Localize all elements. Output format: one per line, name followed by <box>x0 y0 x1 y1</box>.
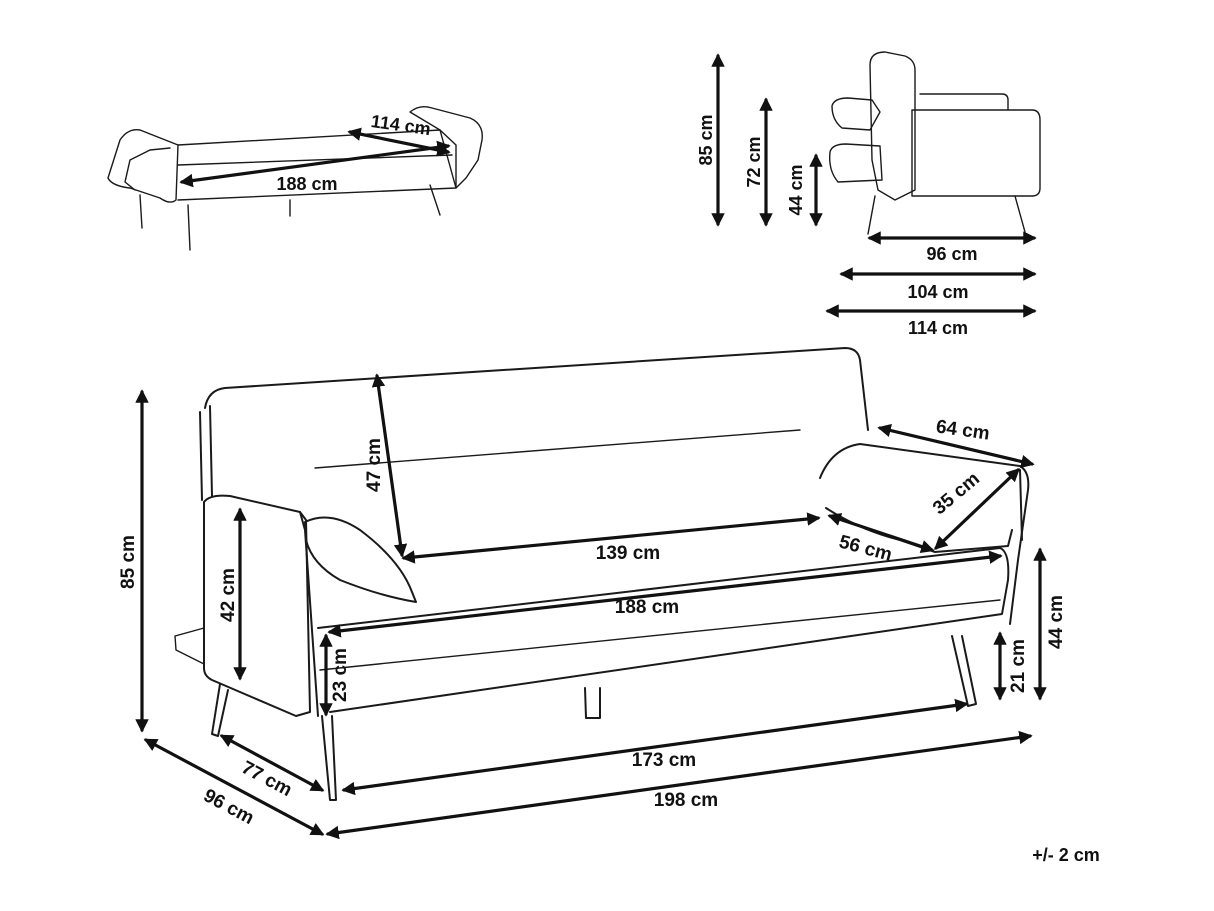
side-total-height-label: 85 cm <box>696 114 716 165</box>
side-view-drawing <box>828 51 1041 235</box>
bed-length-label: 188 cm <box>276 174 337 194</box>
seat-thickness-label: 23 cm <box>330 648 351 702</box>
total-depth-label: 96 cm <box>200 785 257 829</box>
side-depth-96-label: 96 cm <box>926 244 977 264</box>
bed-length-arrow <box>179 140 451 188</box>
backrest-height-label: 47 cm <box>364 438 385 492</box>
seat-height-label: 44 cm <box>1046 595 1067 649</box>
cushion-length-label: 64 cm <box>935 416 991 444</box>
total-width-label: 198 cm <box>654 790 718 811</box>
total-width-arrow <box>325 730 1033 840</box>
main-sofa-drawing <box>174 347 1030 801</box>
side-seat-height-label: 44 cm <box>786 164 806 215</box>
leg-height-label: 21 cm <box>1008 639 1029 693</box>
backrest-height-arrow <box>371 373 408 558</box>
main-total-height-label: 85 cm <box>118 535 139 589</box>
cushion-length-arrow <box>877 423 1035 469</box>
side-armrest-height-label: 72 cm <box>744 136 764 187</box>
cushion-depth-arrow <box>827 513 935 553</box>
side-depth-114-label: 114 cm <box>908 318 968 338</box>
cushion-width-arrow <box>934 468 1020 550</box>
side-depth-104-label: 104 cm <box>907 282 968 302</box>
seat-width-label: 139 cm <box>596 543 660 564</box>
leg-span-label: 173 cm <box>632 750 696 771</box>
leg-span-arrow <box>341 698 969 796</box>
seat-length-arrow <box>327 550 1003 638</box>
bed-width-label: 114 cm <box>370 111 432 139</box>
armrest-height-label: 42 cm <box>218 568 239 622</box>
seat-length-label: 188 cm <box>615 597 679 618</box>
tolerance-note: +/- 2 cm <box>1032 845 1100 865</box>
total-depth-arrow <box>143 738 325 836</box>
